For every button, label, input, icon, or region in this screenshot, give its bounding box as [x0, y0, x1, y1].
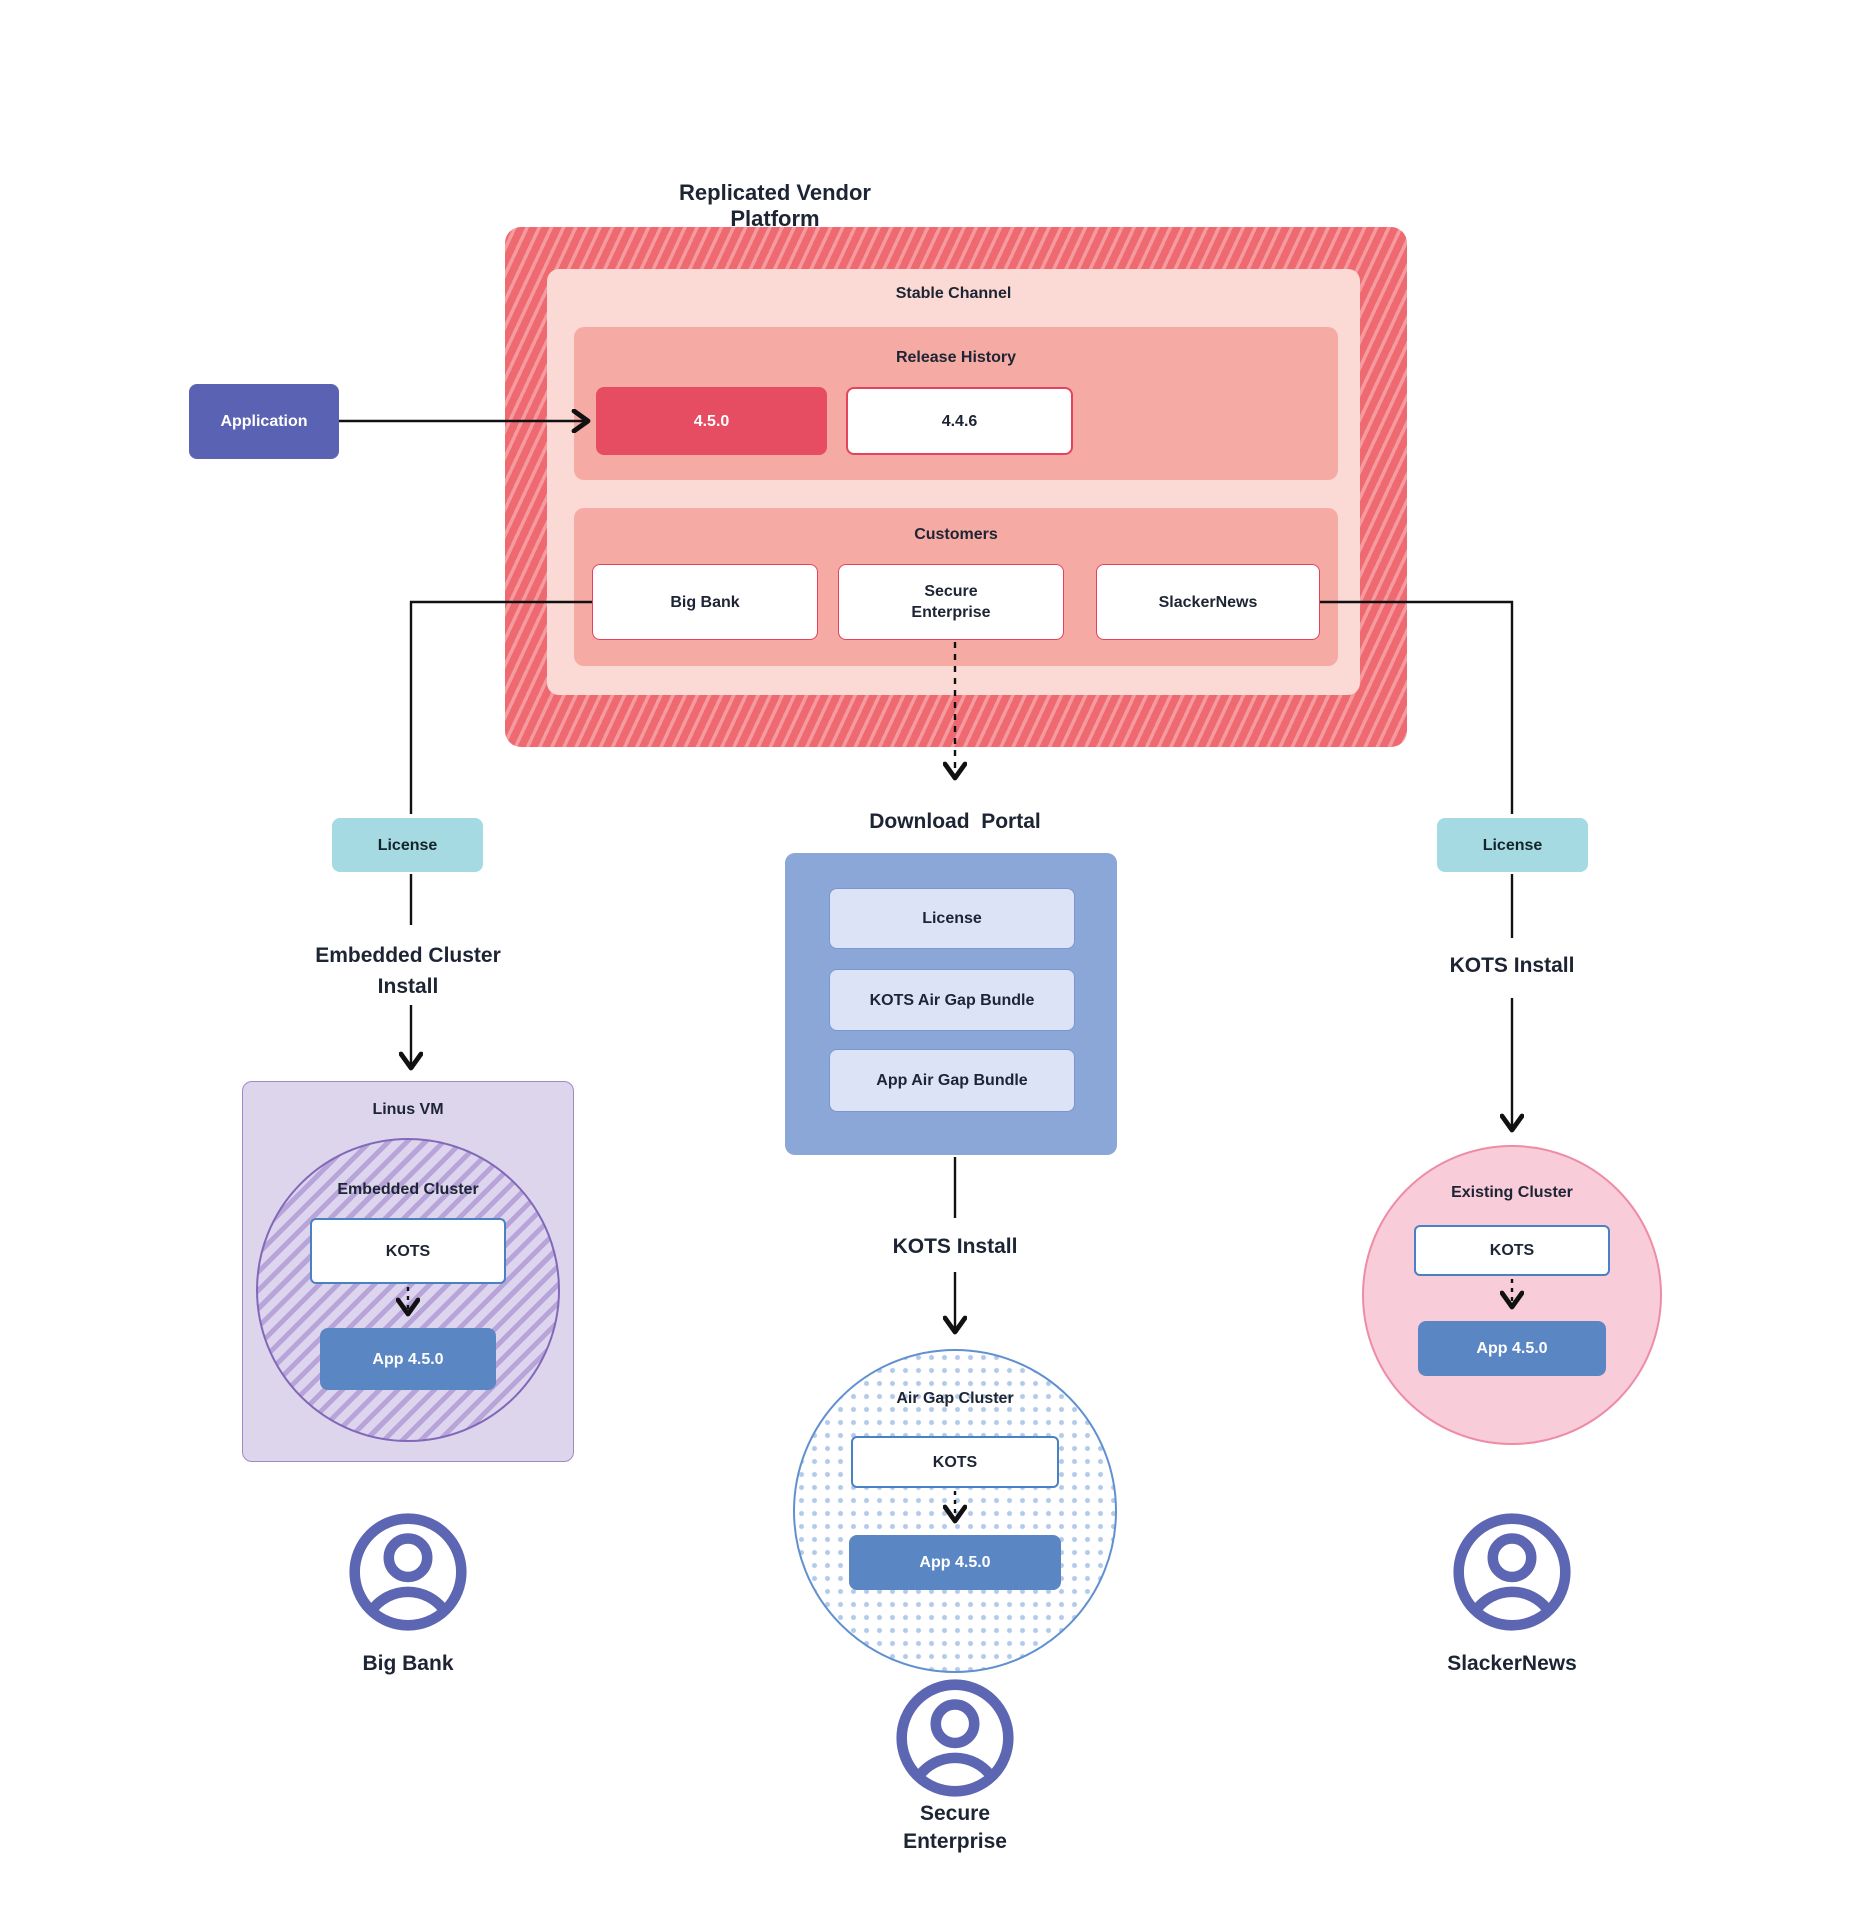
portal-app-bundle-box: App Air Gap Bundle [829, 1049, 1075, 1112]
app-box-left: App 4.5.0 [320, 1328, 496, 1390]
portal-license-box: License [829, 888, 1075, 949]
release-4-4-6: 4.4.6 [846, 387, 1073, 455]
license-box-right: License [1437, 818, 1588, 872]
customer-secure-enterprise: Secure Enterprise [838, 564, 1064, 640]
portal-kots-bundle-box: KOTS Air Gap Bundle [829, 969, 1075, 1031]
customer-slackernews: SlackerNews [1096, 564, 1320, 640]
linus-vm-label: Linus VM [372, 1101, 444, 1118]
application-box: Application [189, 384, 339, 459]
license-box-left: License [332, 818, 483, 872]
customer-big-bank-label: Big Bank [670, 593, 740, 611]
download-portal-label: Download Portal [869, 810, 1041, 833]
air-gap-cluster-label: Air Gap Cluster [896, 1390, 1014, 1407]
release-history-label: Release History [895, 349, 1017, 366]
big-bank-user-icon [346, 1510, 470, 1634]
embedded-cluster-install-label: Embedded Cluster Install [315, 944, 501, 998]
kots-box-middle: KOTS [851, 1436, 1059, 1488]
embedded-cluster-label: Embedded Cluster [337, 1181, 479, 1198]
customers-label: Customers [914, 526, 998, 543]
secure-enterprise-name-label: Secure Enterprise [903, 1802, 1007, 1853]
kots-box-left: KOTS [310, 1218, 506, 1284]
kots-install-label-middle: KOTS Install [892, 1235, 1018, 1258]
app-box-right: App 4.5.0 [1418, 1321, 1606, 1376]
secure-enterprise-user-icon [893, 1676, 1017, 1800]
kots-box-right: KOTS [1414, 1225, 1610, 1276]
stable-channel-label: Stable Channel [895, 285, 1012, 302]
big-bank-name-label: Big Bank [362, 1652, 454, 1675]
slackernews-user-icon [1450, 1510, 1574, 1634]
customer-big-bank: Big Bank [592, 564, 818, 640]
customer-slackernews-label: SlackerNews [1158, 593, 1258, 611]
app-box-middle: App 4.5.0 [849, 1535, 1061, 1590]
customer-secure-enterprise-label: Secure Enterprise [911, 583, 991, 621]
kots-install-label-right: KOTS Install [1449, 954, 1575, 977]
existing-cluster-label: Existing Cluster [1451, 1184, 1573, 1201]
diagram-title: Replicated Vendor Platform [679, 180, 871, 231]
release-4-5-0: 4.5.0 [596, 387, 827, 455]
slackernews-name-label: SlackerNews [1447, 1652, 1577, 1675]
